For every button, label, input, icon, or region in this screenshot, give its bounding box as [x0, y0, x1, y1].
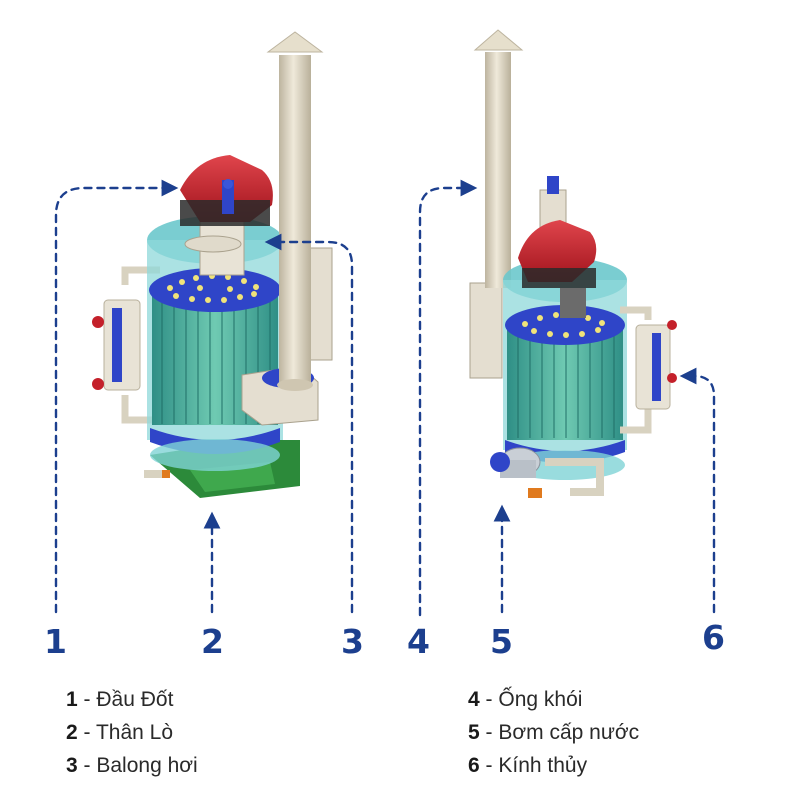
legend-item: 3 - Balong hơi [66, 754, 198, 777]
leader-line-1 [54, 179, 179, 614]
gauge-valve-icon [92, 316, 104, 328]
boiler-front-view [92, 31, 333, 498]
legend-right: 4 - Ống khói 5 - Bơm cấp nước 6 - Kính t… [468, 683, 639, 782]
legend-item: 4 - Ống khói [468, 688, 583, 711]
gauge-valve-icon [667, 320, 677, 330]
chimney-right [473, 29, 524, 288]
chimney-left [266, 31, 324, 391]
callout-number-1: 1 [44, 622, 67, 661]
burner-right [518, 220, 597, 318]
callout-number-3: 3 [341, 622, 364, 661]
legend-item: 1 - Đầu Đốt [66, 688, 174, 711]
legend-item: 5 - Bơm cấp nước [468, 721, 640, 744]
leader-line-3 [264, 233, 354, 614]
leader-line-6 [679, 367, 716, 614]
gauge-valve-icon [667, 373, 677, 383]
burner-left [180, 155, 273, 276]
water-level-gauge-right [620, 306, 677, 434]
callout-number-6: 6 [702, 618, 725, 657]
gauge-valve-icon [92, 378, 104, 390]
boiler-rear-view [469, 29, 677, 498]
callout-number-2: 2 [201, 622, 224, 661]
leader-line-4 [418, 179, 478, 617]
legend-item: 2 - Thân Lò [66, 721, 174, 744]
callout-number-4: 4 [407, 622, 430, 661]
legend-left: 1 - Đầu Đốt 2 - Thân Lò 3 - Balong hơi [66, 683, 198, 782]
legend-item: 6 - Kính thủy [468, 754, 588, 777]
callout-leaders [54, 179, 716, 617]
callout-number-5: 5 [490, 622, 513, 661]
feed-pump [490, 447, 604, 498]
